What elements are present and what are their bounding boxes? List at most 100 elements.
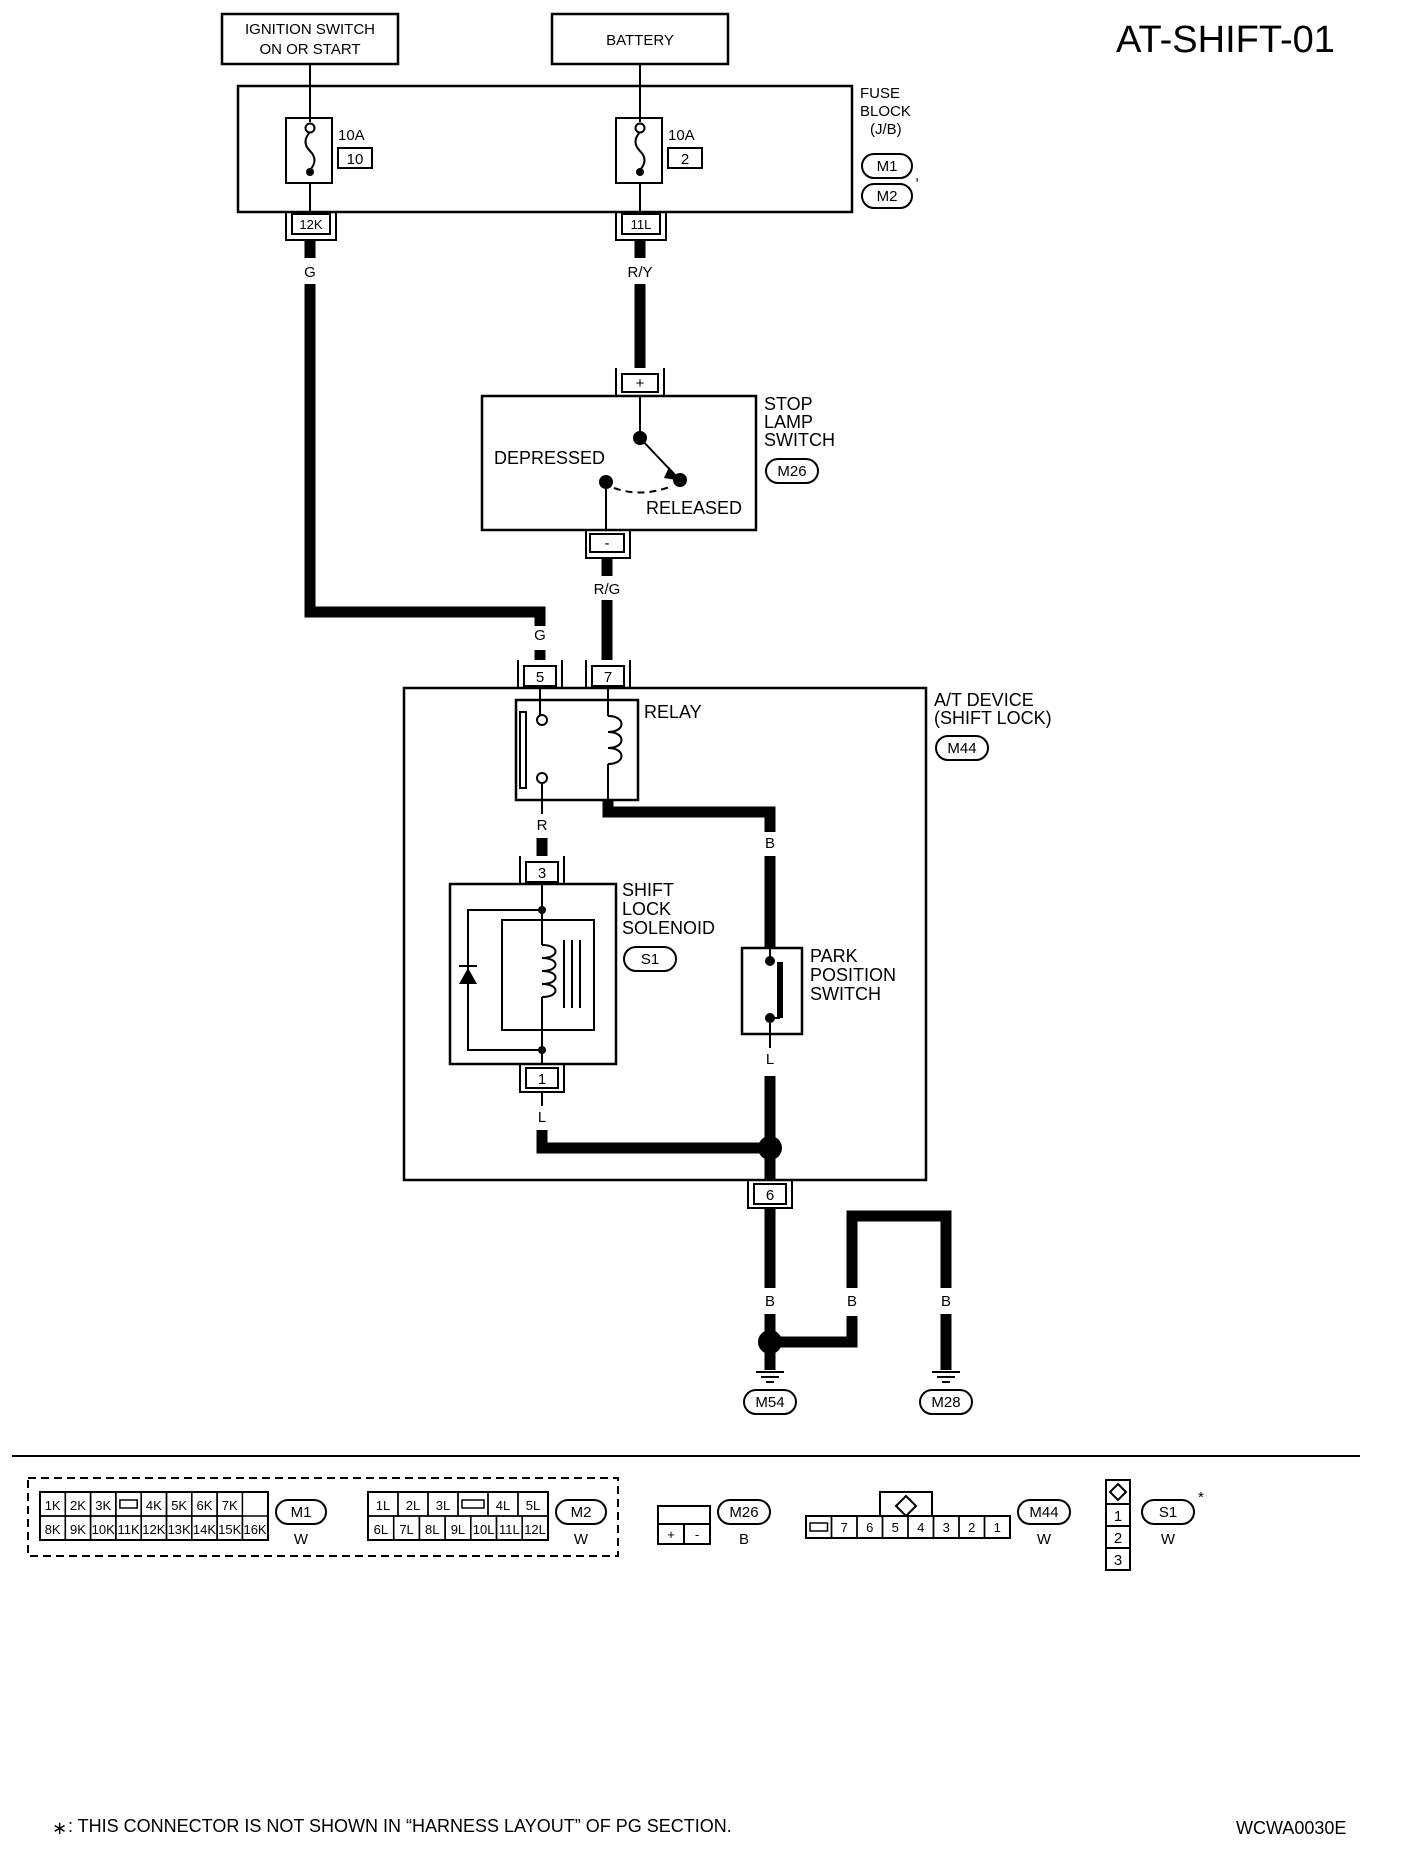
wire-l-solenoid-to-splice	[536, 1130, 770, 1154]
stop-plus-terminal: +	[615, 368, 665, 397]
solenoid-pin-1-label: 1	[538, 1071, 546, 1088]
m1-row1-pin-label: 6K	[196, 1498, 212, 1513]
m1-row2-pin-label: 10K	[92, 1522, 115, 1537]
stop-label-line2: LAMP	[764, 412, 813, 432]
m1-row2-pin-label: 8K	[45, 1522, 61, 1537]
stop-connector: M26	[777, 463, 806, 480]
stop-label-line3: SWITCH	[764, 430, 835, 450]
legend-s1-color: W	[1161, 1531, 1176, 1548]
ground-symbol-m54: M54	[743, 1342, 797, 1415]
battery-label: BATTERY	[606, 32, 674, 49]
stop-depressed-label: DEPRESSED	[494, 448, 605, 468]
fuse-block: 10A 10 10A 2 FUSE BLOCK (J/B) M1 , M2	[236, 84, 919, 214]
wire-label-g-top: G	[304, 264, 316, 281]
at-pin-6-label: 6	[766, 1187, 774, 1204]
relay-contact-bar	[519, 711, 527, 789]
legend-m26-id: M26	[729, 1504, 758, 1521]
legend-m44-color: W	[1037, 1531, 1052, 1548]
m1-row1-pin-label: 5K	[171, 1498, 187, 1513]
terminal-12k: 12K	[285, 212, 337, 241]
m1-row2-pin-label: 12K	[142, 1522, 165, 1537]
m1-row1-pin-label: 4K	[146, 1498, 162, 1513]
at-pin-7-label: 7	[604, 669, 612, 686]
m1-row1-key-slot	[119, 1499, 138, 1509]
ignition-label-line1: IGNITION SWITCH	[245, 21, 375, 38]
ground-symbol-m28: M28	[919, 1371, 973, 1415]
ignition-switch-source: IGNITION SWITCH ON OR START	[220, 12, 400, 66]
m2-row1-key-slot	[461, 1499, 485, 1509]
diode-symbol	[459, 968, 477, 984]
wire-b-relay-to-park	[602, 800, 776, 832]
terminal-11l: 11L	[615, 212, 667, 241]
m1-row2-pin-label: 15K	[218, 1522, 241, 1537]
diagram-title: AT-SHIFT-01	[1116, 19, 1335, 61]
wire-label-rg: R/G	[594, 581, 621, 598]
solenoid-connector: S1	[641, 951, 659, 968]
m2-row2-pin-label: 9L	[451, 1522, 465, 1537]
m44-key-slot	[809, 1522, 829, 1532]
m1-row1-pin-label: 7K	[222, 1498, 238, 1513]
m2-row2-pin-label: 12L	[524, 1522, 546, 1537]
m2-row2-pin-label: 8L	[425, 1522, 439, 1537]
wire-label-ry: R/Y	[627, 264, 652, 281]
fuse-10-number: 10	[347, 151, 364, 168]
legend-m26-color: B	[739, 1531, 749, 1548]
at-pin-5-label: 5	[536, 669, 544, 686]
ground-m28-label: M28	[931, 1394, 960, 1411]
park-label-line2: POSITION	[810, 965, 896, 985]
m2-row2-cell	[521, 1515, 549, 1541]
m2-row1-pin-label: 3L	[436, 1498, 450, 1513]
wire-b-ground-loop	[846, 1210, 952, 1288]
fuse-block-connector-m1: M1	[877, 158, 898, 175]
m44-pin-label: 4	[917, 1520, 924, 1535]
park-label-line1: PARK	[810, 946, 858, 966]
wire-label-l-park: L	[766, 1051, 774, 1068]
solenoid-coil	[541, 944, 557, 998]
m44-pin-label: 2	[968, 1520, 975, 1535]
ground-m54-label: M54	[755, 1394, 784, 1411]
terminal-12k-label: 12K	[299, 217, 322, 232]
m2-row1-pin-label: 1L	[376, 1498, 390, 1513]
m1-row2-pin-label: 14K	[193, 1522, 216, 1537]
legend-m44-id: M44	[1029, 1504, 1058, 1521]
m2-row1-pin-label: 5L	[526, 1498, 540, 1513]
svg-text:,: ,	[915, 167, 919, 184]
wire-label-b-park: B	[765, 835, 775, 852]
at-device-label-line2: (SHIFT LOCK)	[934, 708, 1052, 728]
m44-pin-label: 6	[866, 1520, 873, 1535]
wire-g-ignition-to-relay	[304, 284, 546, 626]
park-label-line3: SWITCH	[810, 984, 881, 1004]
legend-s1-id: S1	[1159, 1504, 1177, 1521]
fuse-block-label-line3: (J/B)	[870, 121, 902, 138]
legend-m2-id: M2	[571, 1504, 592, 1521]
solenoid-label-line2: LOCK	[622, 899, 671, 919]
legend-m26-pin-minus: -	[695, 1527, 699, 1542]
m1-row2-pin-label: 13K	[168, 1522, 191, 1537]
fuse-block-connector-group	[27, 1477, 619, 1557]
m44-cell	[983, 1515, 1011, 1539]
connector-face-s1: 1 2 3 S1 * W	[1105, 1479, 1204, 1571]
connector-tag-s1	[623, 946, 677, 972]
stop-minus-terminal: -	[585, 530, 631, 559]
m44-pin-label: 7	[841, 1520, 848, 1535]
stop-label-line1: STOP	[764, 394, 813, 414]
connector-tag-m26	[765, 458, 819, 484]
solenoid-label-line3: SOLENOID	[622, 918, 715, 938]
solenoid-pin-1: 1	[519, 1064, 565, 1093]
m2-row2-pin-label: 11L	[499, 1522, 520, 1537]
wire-label-b-ground-1: B	[765, 1293, 775, 1310]
wire-label-l-solenoid: L	[538, 1109, 546, 1126]
fuse-block-label-line1: FUSE	[860, 85, 900, 102]
connector-face-m26: + - M26 B	[657, 1499, 771, 1548]
fuse-2: 10A 2	[615, 86, 703, 212]
m44-pin-label: 3	[943, 1520, 950, 1535]
legend-s1-pin-1: 1	[1114, 1508, 1122, 1525]
legend-s1-pin-2: 2	[1114, 1530, 1122, 1547]
legend-s1-asterisk: *	[1198, 1489, 1204, 1506]
at-pin-5: 5	[517, 650, 563, 689]
m1-row1-pin-label: 3K	[95, 1498, 111, 1513]
wire-label-b-ground-3: B	[941, 1293, 951, 1310]
relay-coil	[607, 715, 623, 765]
stop-plus-label: +	[636, 375, 645, 392]
